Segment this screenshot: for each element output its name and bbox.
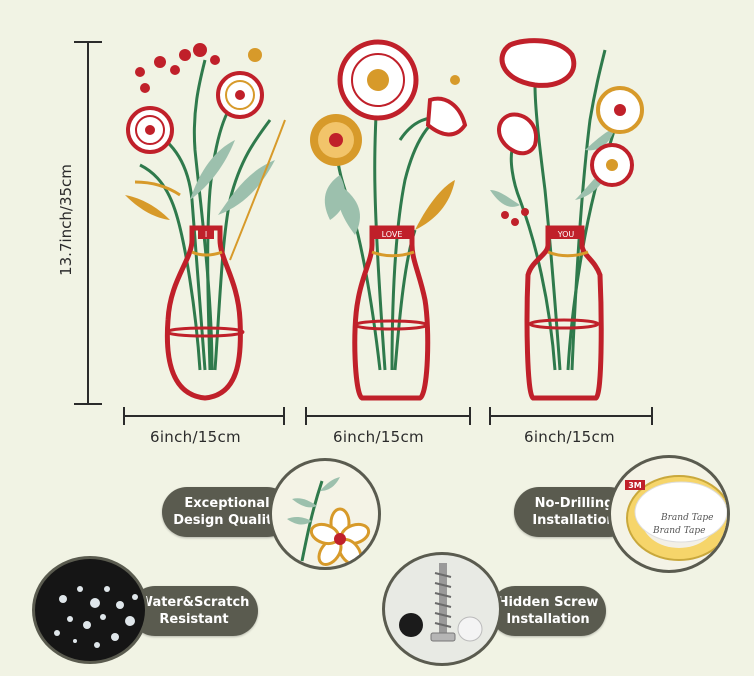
feature-label-line2: Resistant: [159, 612, 229, 627]
design-detail-circle: [269, 458, 381, 570]
flower-detail-icon: [287, 477, 371, 567]
vase-2-tag: LOVE: [382, 230, 403, 239]
width-dimension-label-1: 6inch/15cm: [150, 428, 241, 446]
vase-1: I: [125, 43, 286, 401]
feature-label-line2: Installation: [506, 612, 590, 627]
vase-3: YOU: [490, 38, 644, 401]
feature-pill-water-scratch: Water&Scratch Resistant: [130, 586, 258, 636]
tape-text-2: Brand Tape: [652, 526, 705, 536]
vase-artwork: I LOVE: [125, 38, 644, 401]
feature-label-line1: No-Drilling: [534, 496, 614, 511]
feature-pill-hidden-screw: Hidden Screw Installation: [490, 586, 606, 636]
vase-2: LOVE: [310, 39, 468, 401]
vase-3-tag: YOU: [557, 230, 575, 239]
feature-label-line1: Exceptional: [184, 496, 270, 511]
tape-detail-circle: 3M Brand Tape Brand Tape: [608, 455, 730, 573]
screw-detail-circle: [382, 552, 502, 666]
feature-label-line2: Installation: [532, 513, 616, 528]
screw-icon: [399, 563, 483, 642]
vase-1-tag: I: [205, 230, 207, 239]
width-dimension-label-2: 6inch/15cm: [333, 428, 424, 446]
tape-text-1: Brand Tape: [660, 513, 713, 523]
tape-brand: 3M: [628, 481, 642, 490]
feature-label-line1: Water&Scratch: [138, 595, 250, 610]
feature-label-line1: Hidden Screw: [497, 595, 599, 610]
water-drops-circle: [32, 556, 148, 664]
width-dimension-label-3: 6inch/15cm: [524, 428, 615, 446]
feature-label-line2: Design Quality: [173, 513, 281, 528]
tape-roll-icon: 3M Brand Tape Brand Tape: [625, 475, 727, 561]
water-drops-icon: [54, 586, 138, 648]
